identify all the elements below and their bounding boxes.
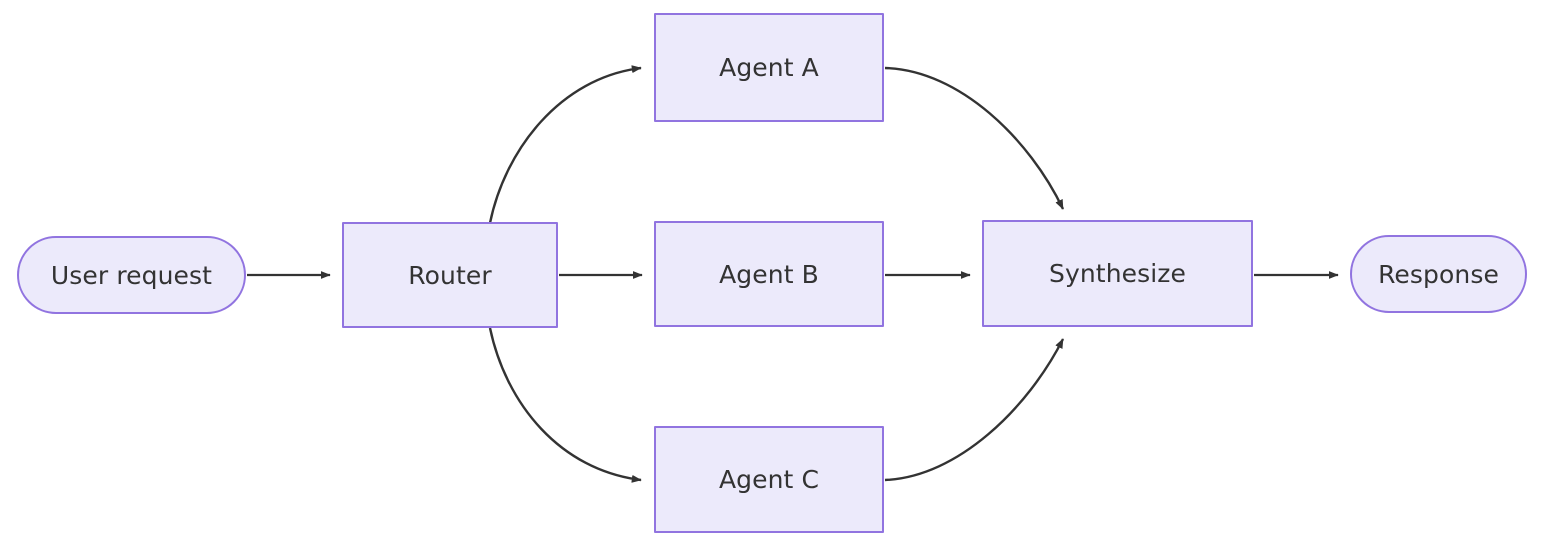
node-agent-a-label: Agent A xyxy=(719,53,819,82)
edge-router-to-agent-c xyxy=(488,327,642,483)
node-synthesize[interactable]: Synthesize xyxy=(982,220,1253,327)
node-agent-c[interactable]: Agent C xyxy=(654,426,884,533)
node-user-request-label: User request xyxy=(50,260,213,290)
node-synthesize-label: Synthesize xyxy=(1048,259,1186,288)
edge-agent-c-to-synthesize xyxy=(884,338,1065,482)
node-agent-b[interactable]: Agent B xyxy=(654,221,884,327)
node-response[interactable]: Response xyxy=(1350,235,1527,313)
node-router-label: Router xyxy=(408,260,492,290)
edge-agent-a-to-synthesize xyxy=(884,66,1065,210)
node-agent-b-label: Agent B xyxy=(719,259,819,289)
edge-router-to-agent-a xyxy=(488,65,642,224)
node-response-label: Response xyxy=(1378,259,1499,289)
node-agent-c-label: Agent C xyxy=(718,465,820,494)
node-router[interactable]: Router xyxy=(342,222,558,328)
node-agent-a[interactable]: Agent A xyxy=(654,13,884,122)
node-user-request[interactable]: User request xyxy=(17,236,246,314)
